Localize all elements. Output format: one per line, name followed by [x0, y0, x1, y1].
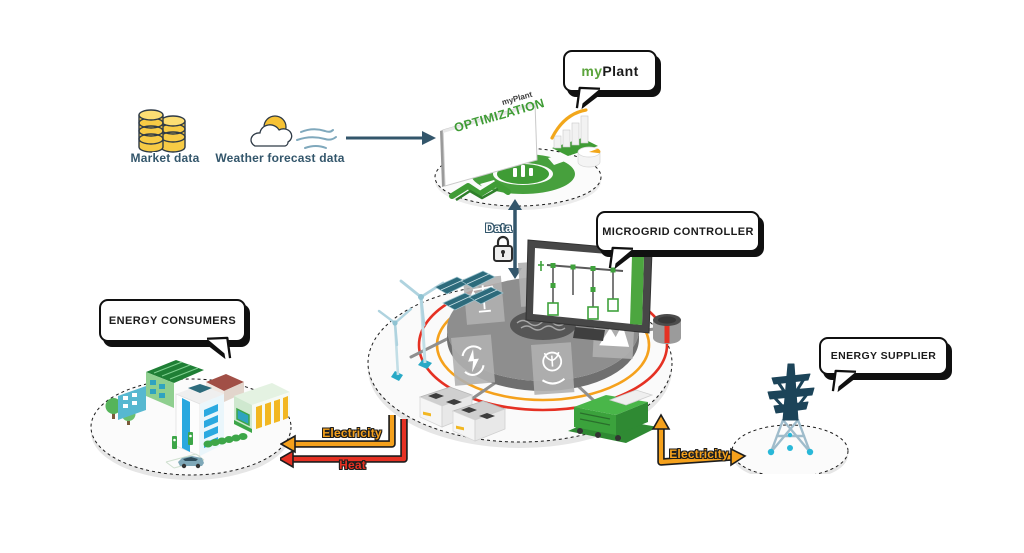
myplant-bubble-plant: Plant: [602, 63, 639, 79]
bubble-tail: [206, 336, 232, 360]
market-data-label: Market data: [130, 151, 200, 165]
microgrid-controller-bubble: MICROGRID CONTROLLER: [596, 211, 760, 270]
energy-supplier-label: ENERGY SUPPLIER: [830, 350, 937, 362]
bubble-tail: [608, 246, 634, 270]
bubble-tail: [575, 86, 601, 110]
energy-supplier-bubble: ENERGY SUPPLIER: [819, 337, 948, 393]
weather-forecast-label: Weather forecast data: [215, 151, 345, 165]
padlock-icon: [493, 235, 513, 262]
data-label: Data: [485, 221, 512, 235]
myplant-bubble-my: my: [581, 63, 603, 79]
sun-cloud-wind-icon: [250, 115, 337, 149]
car-icon: [178, 456, 204, 469]
microgrid-platform: [367, 239, 681, 448]
electricity-arrow-right: [651, 413, 747, 467]
electricity-to-consumers-label: Electricity: [322, 426, 382, 440]
transmission-tower-icon: [731, 363, 849, 474]
energy-consumers-bubble: ENERGY CONSUMERS: [99, 299, 246, 360]
data-exchange-arrow: [493, 199, 522, 279]
inputs-to-optimization-arrow: [346, 131, 436, 145]
electricity-to-supplier-label: Electricity: [669, 447, 729, 461]
battery-storage-icon: [418, 386, 507, 442]
wind-turbine-icon: [377, 279, 445, 381]
screen-green-stripe: [630, 256, 644, 325]
fuel-tank-icon: [653, 314, 681, 344]
heat-arrow: [280, 419, 408, 469]
energy-cycle-icon: [451, 334, 496, 386]
city-buildings-icon: [90, 360, 292, 480]
consumer-flow-arrows: [280, 415, 408, 469]
coins-icon: [138, 109, 186, 153]
optimization-screen: [440, 102, 538, 187]
solar-panels-icon: [434, 270, 504, 311]
electricity-arrow-left: [280, 415, 396, 454]
sustainability-icon: [531, 342, 575, 395]
energy-consumers-label: ENERGY CONSUMERS: [108, 314, 237, 327]
microgrid-controller-label: MICROGRID CONTROLLER: [602, 225, 754, 238]
myplant-bubble: myPlant: [563, 50, 657, 110]
single-line-diagram: [538, 261, 624, 320]
controller-monitor-icon: [525, 239, 653, 341]
optimization-platform: [434, 102, 602, 210]
bubble-tail: [831, 369, 857, 393]
gas-engine-icon: [568, 389, 658, 443]
heat-to-consumers-label: Heat: [339, 458, 366, 472]
